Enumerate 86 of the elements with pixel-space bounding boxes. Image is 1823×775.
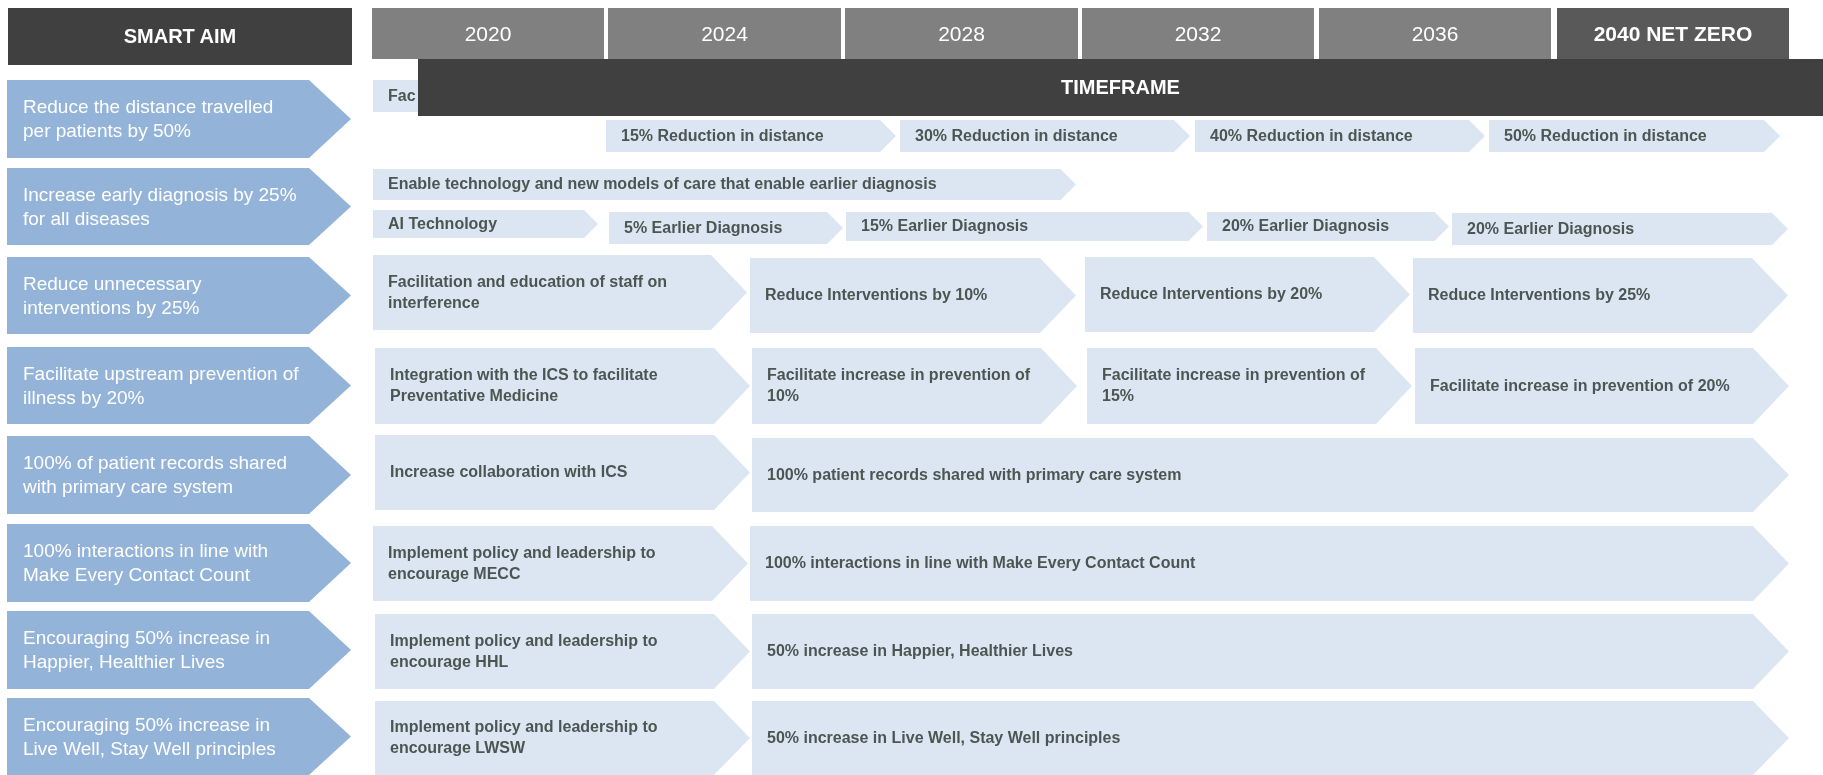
milestone-panel	[375, 435, 750, 510]
milestone-text: 20% Earlier Diagnosis	[1467, 218, 1635, 239]
column-header	[8, 8, 352, 65]
aim-panel	[7, 80, 351, 158]
milestone-panel	[373, 210, 598, 238]
milestone-panel	[752, 701, 1789, 775]
milestone-text: 50% Reduction in distance	[1504, 125, 1707, 146]
milestone-panel	[373, 80, 418, 112]
milestone-panel	[375, 348, 750, 424]
milestone-panel	[752, 438, 1789, 512]
milestone-panel	[750, 526, 1789, 601]
milestone-panel	[373, 255, 747, 330]
milestone-panel	[1489, 120, 1780, 152]
milestone-text: AI Technology	[388, 213, 498, 234]
milestone-text: 30% Reduction in distance	[915, 125, 1118, 146]
milestone-text: 20% Earlier Diagnosis	[1222, 216, 1390, 237]
milestone-text: Reduce Interventions by 25%	[1428, 285, 1651, 306]
year-header	[1319, 8, 1551, 59]
year-label: 2028	[938, 21, 985, 46]
year-label: 2036	[1411, 21, 1459, 46]
year-header	[845, 8, 1078, 59]
milestone-text: Integration with the ICS to facilitate Preventative Medicine	[390, 365, 659, 406]
year-header	[608, 8, 841, 59]
aim-text: 100% of patient records shared with primary care system	[23, 451, 289, 499]
milestone-text: 40% Reduction in distance	[1210, 125, 1413, 146]
aim-text: Reduce the distance travelled per patients by 50%	[23, 95, 275, 143]
milestone-panel	[1087, 348, 1412, 424]
milestone-text: Facilitate increase in prevention of 20%	[1430, 375, 1730, 396]
milestone-panel	[1415, 348, 1789, 424]
milestone-panel	[1207, 212, 1449, 241]
milestone-panel	[609, 212, 843, 244]
aim-text: Encouraging 50% increase in Live Well, Stay Well principles	[23, 712, 277, 761]
milestone-panel	[846, 212, 1203, 241]
timeframe-banner	[418, 59, 1823, 116]
aim-panel	[7, 698, 351, 775]
aim-text: Facilitate upstream prevention of illness by 20%	[23, 361, 300, 410]
milestone-text: Enable technology and new models of care that enable earlier diagnosis	[388, 174, 937, 195]
year-label: 2020	[464, 21, 512, 46]
year-label: 2040 NET ZERO	[1593, 21, 1753, 46]
milestone-panel	[375, 614, 750, 689]
milestone-text: 100% interactions in line with Make Every Contact Count	[765, 553, 1196, 574]
milestone-text: 100% patient records shared with primary care system	[767, 464, 1182, 485]
aim-text: 100% interactions in line with Make Every Contact Count	[23, 539, 270, 587]
year-header	[1082, 8, 1314, 59]
aim-panel	[7, 524, 351, 602]
milestone-panel	[373, 169, 1076, 200]
milestone-panel	[1085, 257, 1410, 332]
year-label: 2032	[1174, 21, 1222, 46]
header-text: SMART AIM	[123, 25, 237, 48]
milestone-text: 15% Earlier Diagnosis	[861, 216, 1029, 237]
aim-text: Increase early diagnosis by 25% for all diseases	[23, 182, 298, 231]
milestone-panel	[752, 614, 1789, 689]
milestone-text: 5% Earlier Diagnosis	[624, 217, 783, 238]
milestone-panel	[1413, 258, 1788, 333]
milestone-panel	[750, 258, 1076, 333]
milestone-text: Facilitation and education of staff on interference	[388, 271, 669, 313]
milestone-text: Increase collaboration with ICS	[390, 462, 628, 483]
milestone-text: 50% increase in Happier, Healthier Lives	[767, 641, 1073, 662]
milestone-text: Implement policy and leadership to encourage HHL	[390, 630, 659, 672]
aim-panel	[7, 347, 351, 424]
aim-panel	[7, 436, 351, 514]
milestone-text: Facilitate increase in prevention of 15%	[1102, 365, 1367, 406]
milestone-panel	[373, 526, 748, 601]
milestone-text: Implement policy and leadership to encourage LWSW	[390, 717, 659, 758]
milestone-text: Implement policy and leadership to encourage MECC	[388, 542, 657, 584]
aim-panel	[7, 611, 351, 689]
milestone-panel	[606, 120, 896, 152]
milestone-panel	[1195, 120, 1485, 152]
milestone-text: Fac	[388, 85, 416, 106]
milestone-text: Reduce Interventions by 20%	[1100, 284, 1323, 305]
milestone-text: Reduce Interventions by 10%	[765, 285, 988, 306]
year-header	[1557, 8, 1789, 59]
aim-panel	[7, 168, 351, 245]
banner-text: TIMEFRAME	[1061, 76, 1180, 99]
aim-text: Encouraging 50% increase in Happier, Healthier Lives	[23, 626, 272, 674]
milestone-text: 15% Reduction in distance	[621, 125, 824, 146]
milestone-text: 50% increase in Live Well, Stay Well principles	[767, 727, 1121, 748]
year-label: 2024	[701, 21, 748, 46]
aim-panel	[7, 257, 351, 334]
milestone-panel	[1452, 213, 1788, 245]
aim-text: Reduce unnecessary interventions by 25%	[23, 271, 203, 320]
year-header	[372, 8, 604, 59]
milestone-panel	[752, 348, 1077, 424]
milestone-panel	[375, 701, 750, 775]
milestone-panel	[900, 120, 1190, 152]
milestone-text: Facilitate increase in prevention of 10%	[767, 365, 1032, 406]
